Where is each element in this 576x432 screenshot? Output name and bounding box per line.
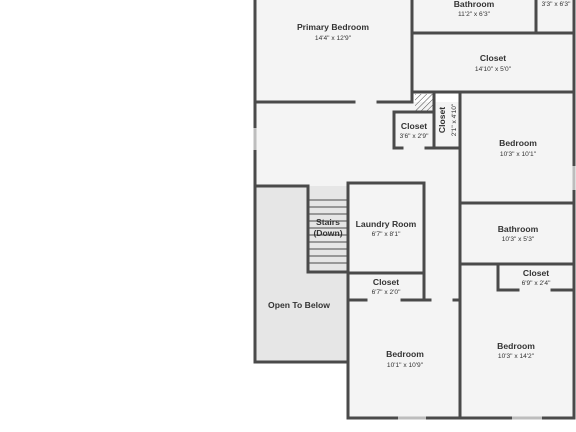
bedroom-right-1-name: Bedroom — [499, 138, 537, 148]
bedroom-bottom-right-dim: 10'3" x 14'2" — [498, 353, 535, 360]
stairs-name-line2: (Down) — [313, 228, 342, 238]
closet-top-name: Closet — [480, 53, 506, 63]
bathroom-top-area — [412, 0, 536, 32]
primary-bedroom-dim: 14'4" x 12'9" — [315, 35, 352, 42]
bathroom-right-area — [460, 204, 574, 264]
open-to-below-area — [255, 186, 348, 362]
bathroom-top-dim: 11'2" x 6'3" — [458, 11, 491, 18]
bedroom-right-1-dim: 10'3" x 10'1" — [500, 151, 537, 158]
closet-laundry-dim: 6'7" x 2'0" — [372, 289, 401, 296]
bedroom-bottom-left-name: Bedroom — [386, 349, 424, 359]
bathroom-right-dim: 10'3" x 5'3" — [502, 236, 535, 243]
open-to-below-name: Open To Below — [268, 300, 330, 310]
closet-vertical-name: Closet — [437, 107, 447, 133]
room-labels: Primary Bedroom 14'4" x 12'9" Bathroom 1… — [268, 0, 571, 369]
closet-right-name: Closet — [523, 268, 549, 278]
closet-vertical-dim: 2'1" x 4'10" — [451, 103, 458, 136]
closet-hatch — [415, 94, 433, 112]
walls — [253, 0, 576, 420]
bedroom-bottom-left-area — [348, 300, 460, 418]
small-top-right-dim: 3'3" x 6'3" — [542, 1, 571, 8]
closet-top-dim: 14'10" x 5'0" — [475, 66, 512, 73]
laundry-room-name: Laundry Room — [356, 219, 417, 229]
bedroom-bottom-left-dim: 10'1" x 10'9" — [387, 362, 424, 369]
windows — [253, 128, 576, 420]
laundry-room-dim: 6'7" x 8'1" — [372, 231, 401, 238]
stairs-treads — [308, 199, 348, 264]
primary-bedroom-area — [255, 0, 412, 102]
bathroom-right-name: Bathroom — [498, 224, 539, 234]
bathroom-top-name: Bathroom — [454, 0, 495, 9]
bedroom-bottom-right-name: Bedroom — [497, 341, 535, 351]
bedroom-right-1-area — [460, 92, 574, 202]
small-top-right-area — [536, 0, 574, 32]
closet-top-area — [412, 34, 574, 92]
closet-small-dim: 3'6" x 2'9" — [400, 133, 429, 140]
closet-laundry-name: Closet — [373, 277, 399, 287]
primary-bedroom-name: Primary Bedroom — [297, 22, 369, 32]
stairs-name-line1: Stairs — [316, 217, 340, 227]
closet-right-dim: 6'9" x 2'4" — [522, 280, 551, 287]
closet-small-name: Closet — [401, 121, 427, 131]
